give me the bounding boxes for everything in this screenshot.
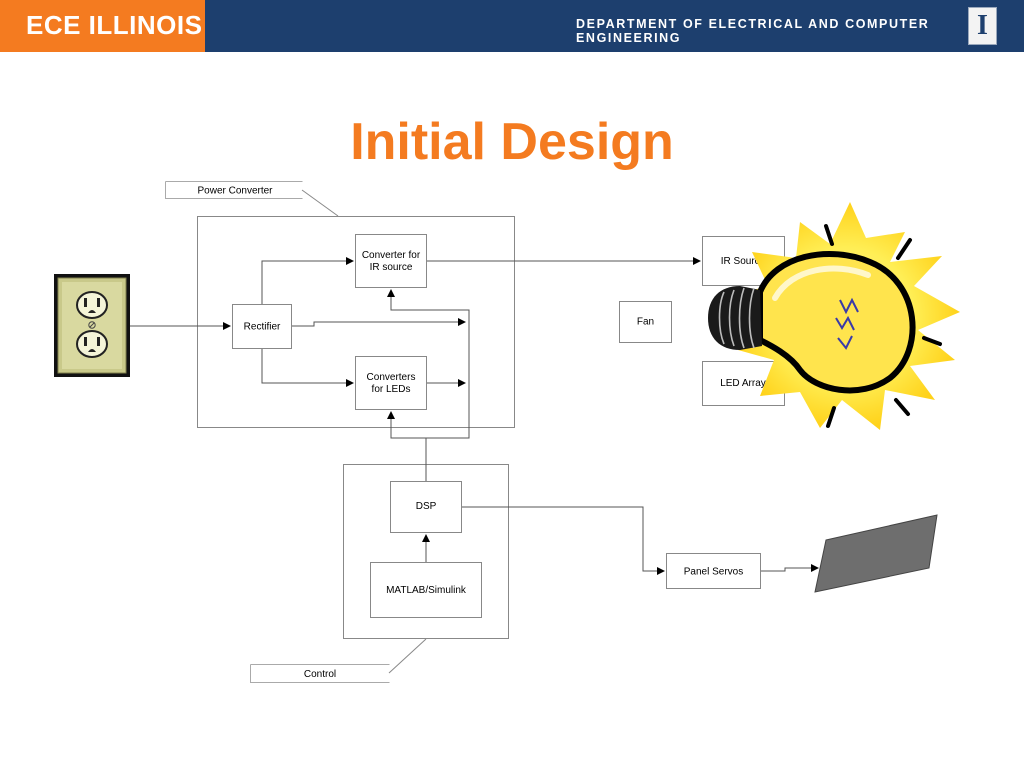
solar-panel-icon (814, 514, 938, 593)
control-label: Control (304, 669, 336, 680)
dsp-to-led-converter-link (387, 411, 426, 439)
emblem-letter: I (977, 10, 988, 41)
power-converter-callout: Power Converter (165, 181, 339, 217)
logo-text: ECE ILLINOIS (26, 10, 203, 40)
led-converter-node: Converters for LEDs (355, 356, 427, 410)
panel-servos-label: Panel Servos (684, 567, 743, 578)
header-bar: ECE ILLINOIS DEPARTMENT OF ELECTRICAL AN… (0, 0, 1024, 52)
led-converter-label-line1: Converters (367, 372, 416, 383)
servos-to-panel-link (761, 564, 819, 572)
ir-converter-node: Converter for IR source (355, 234, 427, 288)
matlab-node: MATLAB/Simulink (370, 562, 482, 618)
university-emblem: I (968, 7, 997, 45)
logo-box: ECE ILLINOIS (0, 0, 205, 52)
rectifier-to-fan-link (292, 318, 466, 327)
department-name: DEPARTMENT OF ELECTRICAL AND COMPUTER EN… (576, 17, 930, 45)
power-converter-group (197, 216, 515, 428)
ir-converter-label-line1: Converter for (362, 250, 421, 261)
panel-servos-node: Panel Servos (666, 553, 761, 589)
control-callout: Control (250, 638, 427, 683)
rectifier-to-led-converter-link (261, 348, 354, 387)
rectifier-to-ir-converter-link (261, 257, 354, 304)
power-converter-label: Power Converter (197, 186, 273, 197)
connectors (130, 257, 819, 575)
dsp-to-servos-link (462, 506, 665, 575)
ir-converter-label-line2: IR source (370, 262, 413, 273)
dsp-label: DSP (416, 501, 437, 512)
rectifier-label: Rectifier (244, 322, 281, 333)
dsp-node: DSP (390, 481, 462, 533)
power-outlet-icon (54, 274, 130, 377)
ir-source-label: IR Source (721, 256, 766, 267)
slide-title: Initial Design (350, 113, 674, 171)
led-array-label: LED Array (720, 378, 766, 389)
dsp-to-converters-link (387, 289, 470, 481)
fan-label: Fan (637, 317, 654, 328)
fan-node: Fan (619, 301, 672, 343)
led-converter-label-line2: for LEDs (372, 384, 411, 395)
light-bulb-icon (708, 202, 960, 430)
matlab-label: MATLAB/Simulink (386, 585, 467, 596)
rectifier-node: Rectifier (232, 304, 292, 349)
